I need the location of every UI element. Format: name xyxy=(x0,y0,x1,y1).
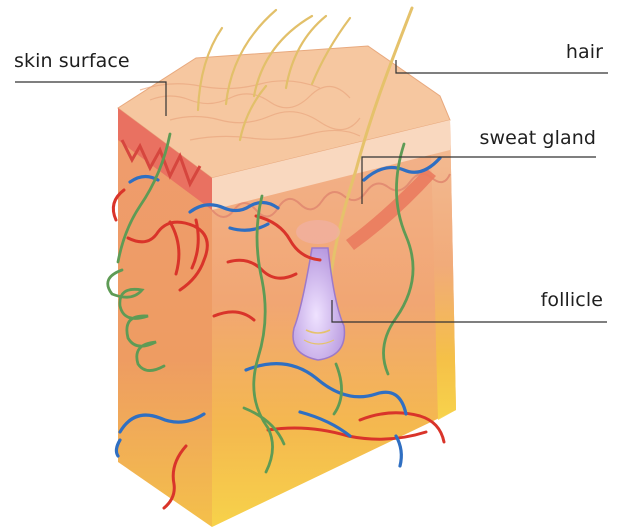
label-hair: hair xyxy=(566,41,603,63)
label-skin-surface: skin surface xyxy=(14,50,130,72)
skin-block xyxy=(118,46,456,527)
label-follicle: follicle xyxy=(541,289,603,311)
label-sweat-gland: sweat gland xyxy=(480,127,596,149)
